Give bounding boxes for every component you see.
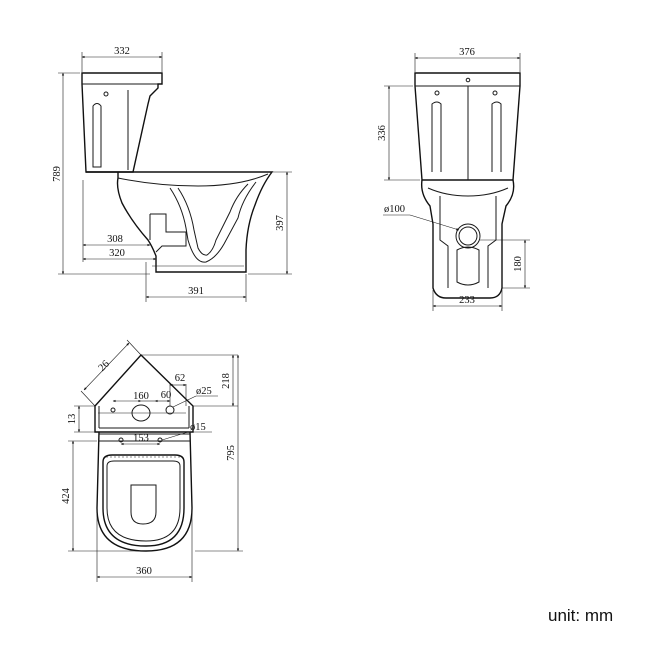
- top-25-dim: ø25: [196, 386, 212, 397]
- side-total-height-dim: 789: [52, 166, 63, 182]
- side-320-dim: 320: [109, 248, 125, 259]
- top-360-dim: 360: [136, 566, 152, 577]
- side-391-dim: 391: [188, 286, 204, 297]
- top-424-dim: 424: [61, 487, 72, 504]
- top-218-dim: 218: [221, 373, 232, 389]
- front-outlet-dia-dim: ø100: [384, 204, 405, 215]
- side-308-dim: 308: [107, 234, 123, 245]
- side-view: 332 789 308 320 397 391: [52, 46, 292, 302]
- top-62-dim: 62: [175, 373, 186, 384]
- front-180-dim: 180: [513, 256, 524, 272]
- unit-label: unit: mm: [548, 606, 614, 625]
- top-bowl-outline: [96, 431, 193, 552]
- top-tank-outline: [94, 353, 194, 433]
- side-top-width-dim: 332: [114, 46, 130, 57]
- top-13-dim: 13: [67, 414, 78, 425]
- side-bowl-outline: [86, 171, 274, 273]
- top-15-dim: ø15: [190, 422, 206, 433]
- top-160-dim: 160: [133, 391, 149, 402]
- front-view: 376 336 ø100 180 233: [377, 47, 530, 311]
- top-60-dim: 60: [161, 390, 172, 401]
- top-795-dim: 795: [226, 445, 237, 461]
- front-233-dim: 233: [459, 295, 475, 306]
- top-26-dim: 26: [97, 359, 112, 374]
- front-pedestal-outline: [420, 179, 515, 299]
- top-seat-outline: [102, 454, 185, 547]
- side-tank-outline: [81, 72, 163, 173]
- side-397-dim: 397: [275, 215, 286, 231]
- front-tank-height-dim: 336: [377, 125, 388, 141]
- front-top-width-dim: 376: [459, 47, 475, 58]
- top-view: 26 218 62 60 160 ø25 13 153 ø15 795 424: [61, 339, 243, 582]
- top-153-dim: 153: [133, 433, 149, 444]
